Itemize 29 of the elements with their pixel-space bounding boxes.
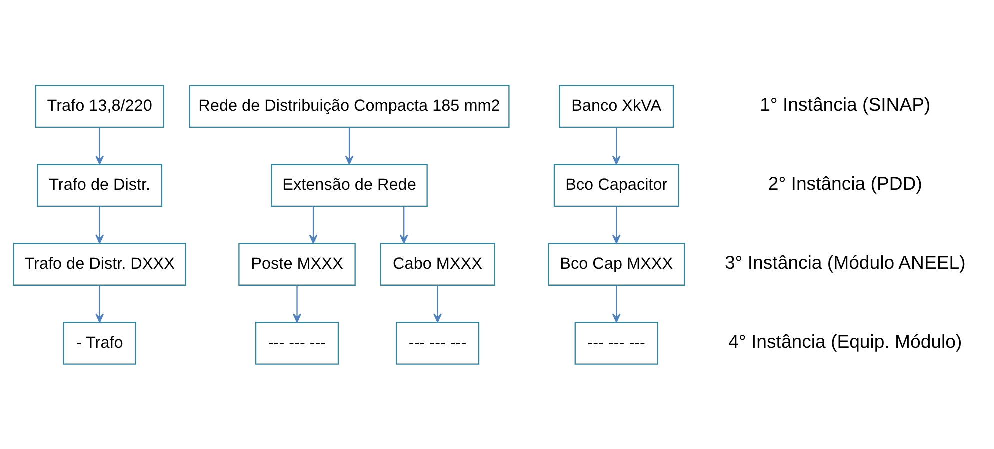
arrow	[96, 206, 104, 244]
node-box: Banco XkVA	[559, 84, 674, 128]
label: 3° Instância (Módulo ANEEL)	[724, 251, 966, 272]
arrow	[293, 285, 302, 322]
label: 2° Instância (PDD)	[768, 172, 922, 194]
node-box: Poste MXXX	[238, 242, 356, 286]
label: 1° Instância (SINAP)	[760, 93, 931, 114]
node-box: --- --- ---	[574, 321, 658, 364]
label: 4° Instância (Equip. Módulo)	[728, 330, 962, 352]
node-box: Cabo MXXX	[380, 242, 496, 286]
arrow	[345, 127, 354, 164]
arrow	[612, 127, 621, 164]
node-box: Extensão de Rede	[271, 164, 428, 206]
arrow	[612, 285, 621, 322]
node-box: --- --- ---	[396, 321, 480, 364]
node-box: Trafo de Distr.	[37, 164, 163, 206]
node-box: - Trafo	[63, 321, 136, 364]
arrow	[434, 285, 442, 322]
node-box: --- --- ---	[255, 321, 340, 364]
arrow	[96, 127, 104, 164]
arrow	[309, 206, 318, 244]
arrow	[400, 206, 408, 244]
node-box: Bco Cap MXXX	[548, 242, 686, 286]
node-box: Trafo 13,8/220	[35, 84, 164, 128]
node-box: Trafo de Distr. DXXX	[13, 242, 186, 286]
node-box: Rede de Distribuição Compacta 185 mm2	[189, 84, 510, 128]
node-box: Bco Capacitor	[554, 164, 680, 206]
arrow	[96, 285, 104, 322]
arrow	[612, 206, 621, 244]
